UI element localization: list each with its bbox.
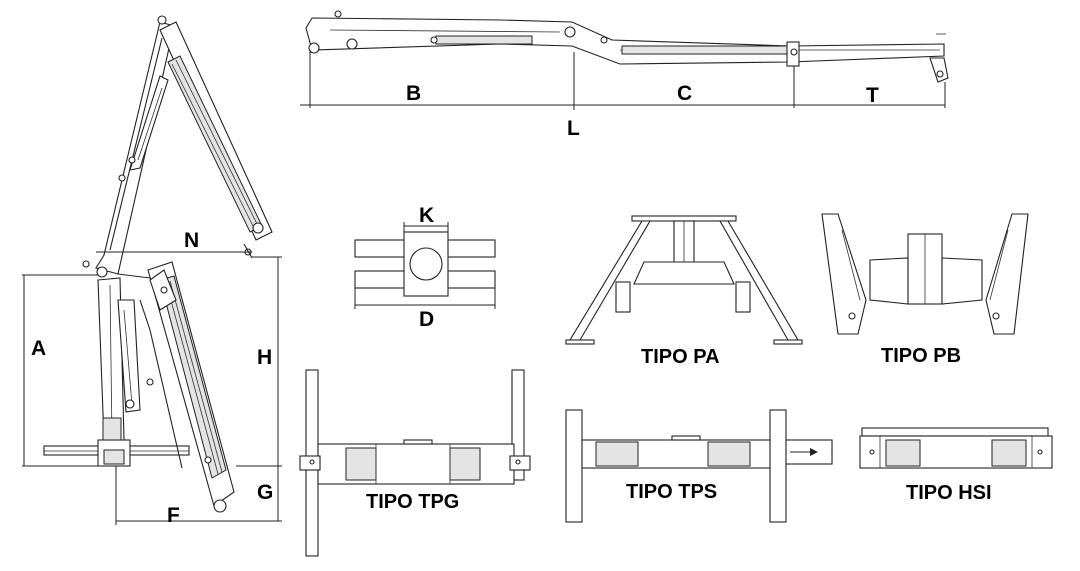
label-k: K <box>419 204 434 227</box>
extended-boom-dimensions <box>300 50 946 110</box>
tipo-pa-drawing <box>565 215 803 345</box>
label-d: D <box>419 308 434 331</box>
tipo-hsi-drawing <box>859 427 1053 469</box>
folded-crane-dimensions <box>22 251 282 525</box>
tipo-pb-label: TIPO PB <box>881 345 961 367</box>
tipo-tps-drawing <box>565 409 833 523</box>
tipo-tpg-label: TIPO TPG <box>366 491 459 513</box>
folded-crane-side-view <box>43 15 273 513</box>
tipo-pb-drawing <box>821 213 1029 335</box>
label-g: G <box>257 481 273 504</box>
tipo-tps-label: TIPO TPS <box>626 481 717 503</box>
label-b: B <box>406 82 421 105</box>
tipo-pa-label: TIPO PA <box>641 346 720 368</box>
label-h: H <box>257 346 272 369</box>
base-top-view <box>354 222 496 309</box>
tipo-hsi-label: TIPO HSI <box>906 482 992 504</box>
label-f: F <box>167 504 180 527</box>
label-t: T <box>866 84 879 107</box>
extended-boom-side-view <box>305 10 949 83</box>
label-c: C <box>677 82 692 105</box>
tipo-tpg-drawing <box>299 369 531 557</box>
label-l: L <box>567 117 580 140</box>
label-a: A <box>31 337 46 360</box>
label-n: N <box>184 229 199 252</box>
